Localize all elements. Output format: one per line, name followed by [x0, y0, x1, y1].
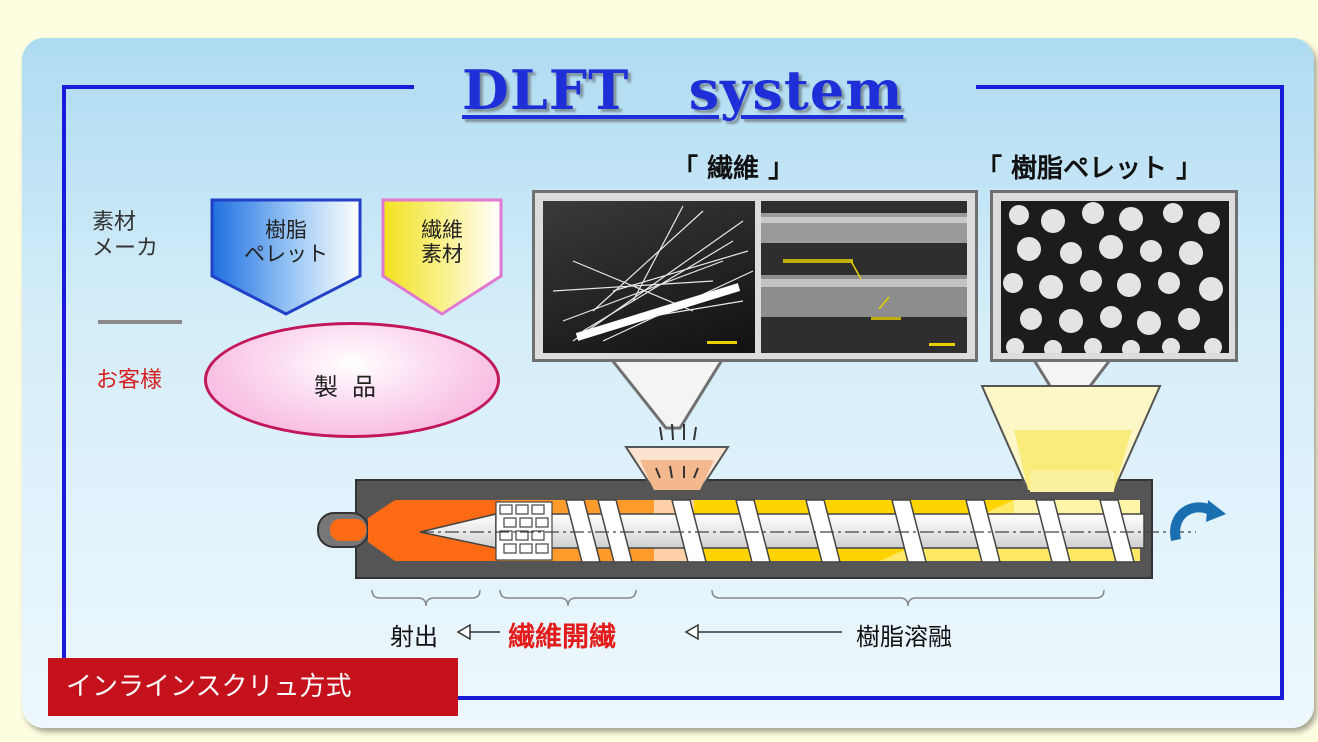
- resin-pellet-photo: [1001, 201, 1229, 353]
- frame-top-right: [976, 85, 1284, 89]
- resin-pellet-photos: [990, 190, 1238, 362]
- fiber-header: 「 繊維 」: [672, 154, 795, 184]
- diagram-frame: [62, 88, 1284, 700]
- customer-label: お客様: [96, 368, 163, 393]
- maker-label: 素材 メーカ: [92, 210, 159, 261]
- stage-fiber-opening: 繊維開繊: [508, 622, 616, 653]
- stage-injection: 射出: [390, 623, 438, 651]
- method-badge: インラインスクリュ方式: [48, 658, 458, 716]
- resin-pellet-label-box: 樹脂 ペレット: [212, 200, 360, 314]
- fiber-sem-photo: [761, 201, 967, 353]
- page-title: DLFT system: [462, 58, 904, 122]
- frame-top-left: [62, 85, 414, 89]
- resin-pellet-label: 樹脂 ペレット: [244, 218, 328, 266]
- fiber-material-label-box: 繊維 素材: [383, 200, 501, 314]
- product-label: 製品: [314, 373, 390, 401]
- stage-resin-melting: 樹脂溶融: [856, 623, 952, 651]
- legend-separator: [98, 320, 182, 324]
- fiber-photos: [532, 190, 978, 362]
- product-oval: 製品: [204, 322, 500, 438]
- fiber-material-label: 繊維 素材: [421, 218, 463, 266]
- fiber-bundle-photo: [543, 201, 755, 353]
- resin-pellet-header: 「 樹脂ペレット 」: [976, 154, 1203, 184]
